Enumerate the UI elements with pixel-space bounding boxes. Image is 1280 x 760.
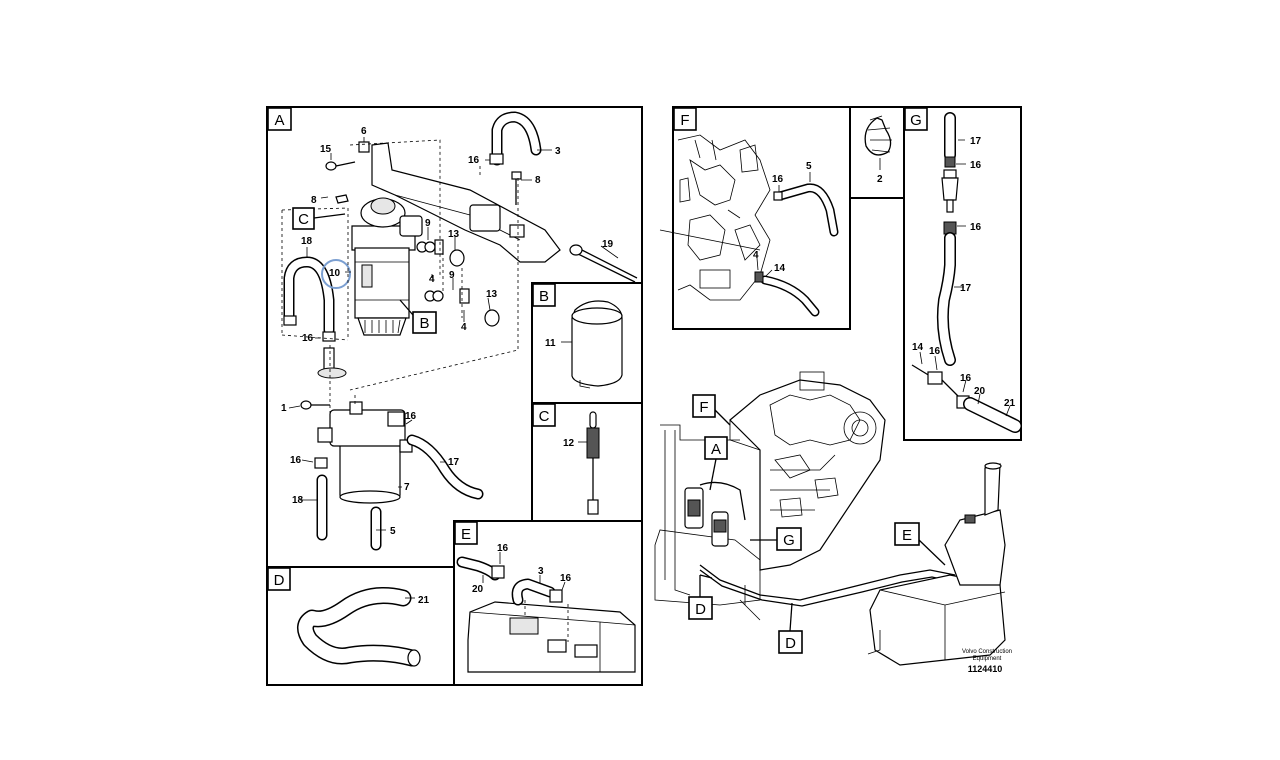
callout-number: 16 [960,373,972,384]
callout-number: 18 [301,236,313,247]
callout-number: 16 [772,174,784,185]
callout-number: 4 [461,322,467,333]
callout-number: 17 [448,457,460,468]
callout-number: 9 [425,218,431,229]
section-label-c-ref: C [298,211,309,228]
callout-number: 5 [806,161,812,172]
callout-number: 1 [281,403,287,414]
callout-b-11: 11 [545,338,556,349]
callout-number: 14 [774,263,786,274]
panel-clamp-kit: 2 [849,106,905,199]
callouts-panel-g: 17 16 16 17 14 16 16 20 21 [912,136,1016,409]
callout-number: 17 [970,136,982,147]
section-label-f: F [680,112,689,129]
callout-number: 4 [753,250,759,261]
callout-number: 9 [449,270,455,281]
overview-label-d-left: D [695,601,706,618]
panel-g: G 17 16 16 17 14 16 16 20 21 [903,106,1022,441]
section-label-b-ref: B [419,315,429,332]
section-label-c: C [539,408,550,425]
callout-number: 16 [970,160,982,171]
callout-c-12: 12 [563,438,575,449]
callout-number: 16 [468,155,480,166]
callout-number: 3 [555,146,561,157]
callout-number: 6 [361,126,367,137]
overview-label-d-right: D [785,635,796,652]
callout-number: 16 [929,346,941,357]
callout-number: 16 [560,573,572,584]
callout-number: 16 [497,543,509,554]
callout-number: 20 [472,584,484,595]
callout-number: 10 [329,268,341,279]
panel-d: D 21 [266,566,455,686]
callout-number: 14 [912,342,924,353]
callout-number: 15 [320,144,332,155]
highlight-circle [321,259,351,289]
overview-illustration: F A G E D D Volvo Construction Equipment… [654,371,1012,674]
callout-kit-2: 2 [877,174,883,185]
callouts-panel-a: 15 6 3 16 8 8 18 9 13 10 4 9 19 13 4 16 … [281,126,614,537]
section-label-a: A [274,112,284,129]
callout-number: 16 [405,411,417,422]
overview-label-g: G [783,532,795,549]
callouts-panel-f: 5 16 4 14 [753,161,812,274]
brand-line-1: Volvo Construction [962,649,1012,655]
panel-e: E 16 3 16 20 [453,520,643,686]
panel-b: B 11 [531,282,643,404]
callout-number: 20 [974,386,986,397]
callout-number: 3 [538,566,544,577]
callout-d-21: 21 [418,595,430,606]
overview-label-a: A [711,441,721,458]
callout-number: 19 [602,239,614,250]
callout-number: 13 [486,289,498,300]
figure-id: 1124410 [968,664,1003,674]
callout-number: 18 [292,495,304,506]
callouts-panel-e: 16 3 16 20 [472,543,572,595]
callout-number: 17 [960,283,972,294]
overview-label-e: E [902,527,912,544]
callout-number: 16 [302,333,314,344]
section-label-g: G [910,112,922,129]
panel-c: C 12 [531,402,643,522]
section-label-e: E [461,526,471,543]
callout-number: 5 [390,526,396,537]
callout-number: 16 [970,222,982,233]
callout-number: 8 [535,175,541,186]
brand-line-2: Equipment [973,656,1002,662]
callout-number: 13 [448,229,460,240]
callout-number: 4 [429,274,435,285]
callout-number: 21 [1004,398,1016,409]
callout-number: 16 [290,455,302,466]
section-label-b: B [539,288,549,305]
section-label-d: D [274,572,285,589]
panel-f: F 5 16 4 14 [659,106,851,330]
callout-number: 7 [404,482,410,493]
overview-label-f: F [699,399,708,416]
callout-number: 8 [311,195,317,206]
